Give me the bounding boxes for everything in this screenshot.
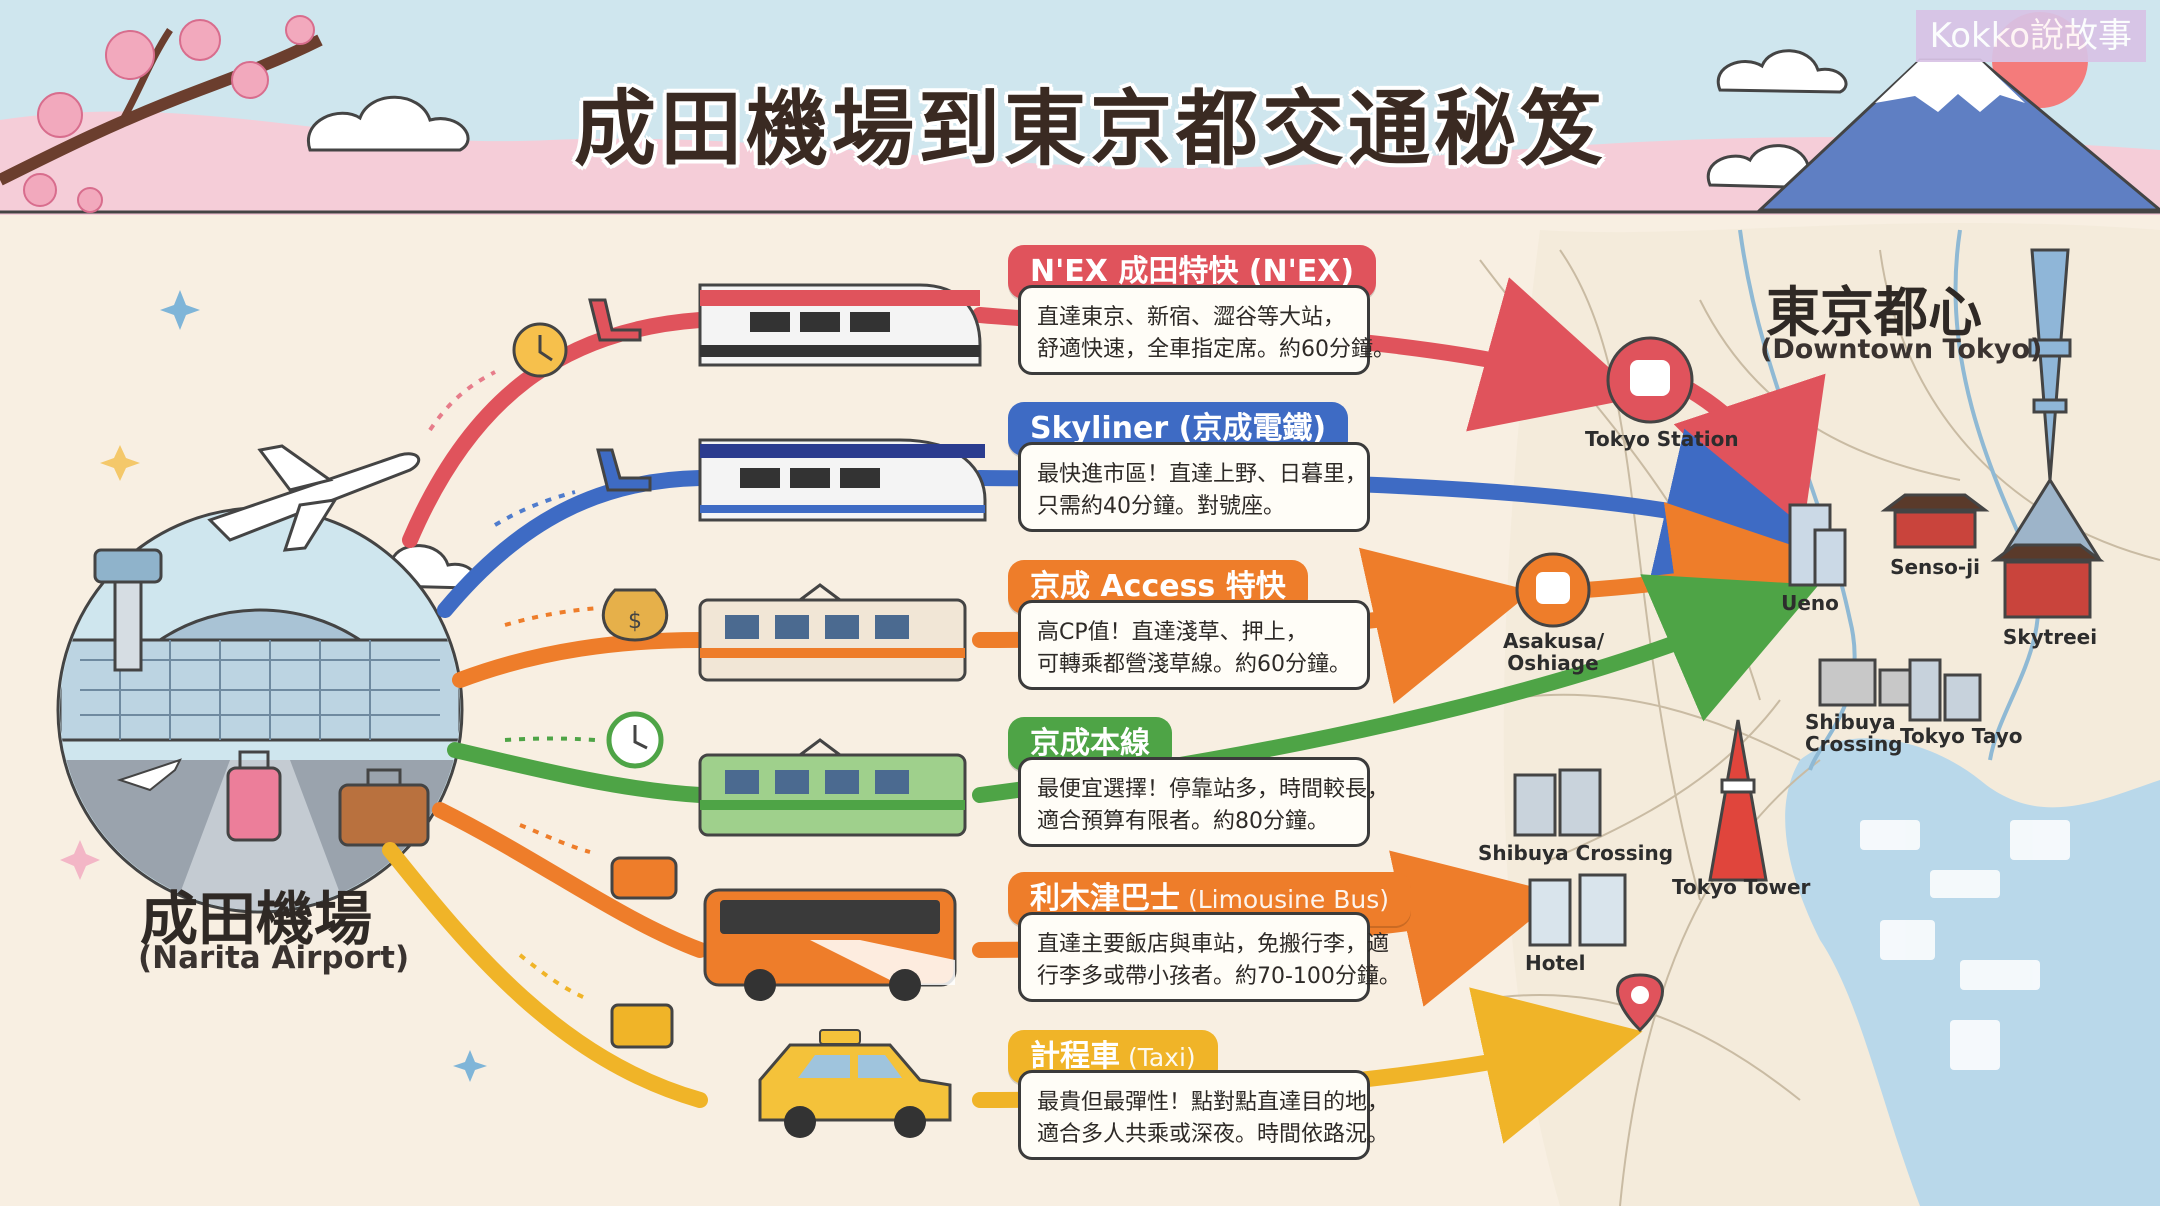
place-shibuya-crossing: Shibuya Crossing [1478,841,1674,865]
place-senso-ji: Senso-ji [1890,555,1980,579]
description-line: 最貴但最彈性！點對點直達目的地， [1037,1090,1390,1115]
alarm-clock-icon [512,322,568,378]
narita-airport-scene [56,444,464,914]
description-line: 行李多或帶小孩者。約70-100分鐘。 [1037,964,1401,989]
skytree-icon [1997,248,2103,562]
tokyo-tayo-icon [1908,658,1982,722]
tokyo-station-icon [1606,336,1694,424]
blue-seat-icon [596,448,652,492]
local-train-icon [698,738,967,837]
skyliner-train-icon [698,438,987,522]
channel-watermark: Kokko說故事 [1915,10,2146,62]
hotel-icon [1528,873,1627,947]
description-line: 直達主要飯店與車站，免搬行李，適 [1037,932,1390,957]
description-line: 可轉乘都營淺草線。約60分鐘。 [1037,652,1351,677]
destination-name-en: (Downtown Tokyo) [1760,334,2043,365]
place-skytree: Skytreei [2002,625,2098,649]
description-line: 適合預算有限者。約80分鐘。 [1037,809,1329,834]
clock-icon [606,711,664,769]
page-title: 成田機場到東京都交通秘笈 [573,82,1606,177]
nex-train-icon [698,283,982,367]
place-asakusa: Asakusa/ Oshiage [1503,629,1605,675]
control-tower-icon [93,548,163,672]
luggage-pink-icon [226,750,282,842]
place-tokyo-station: Tokyo Station [1585,427,1739,451]
skytree-temple-icon [1990,543,2105,619]
description-line: 只需約40分鐘。對號座。 [1037,494,1285,519]
destination-pin-icon [1616,973,1664,1033]
place-hotel: Hotel [1525,951,1586,975]
description-line: 舒適快速，全車指定席。約60分鐘。 [1037,337,1395,362]
route-description: 最貴但最彈性！點對點直達目的地， 適合多人共乘或深夜。時間依路況。 [1018,1070,1390,1160]
shibuya-crossing-icon [1818,658,1912,707]
description-line: 最便宜選擇！停靠站多，時間較長， [1037,777,1390,802]
bus-icon [703,888,957,1001]
description-line: 直達東京、新宿、澀谷等大站， [1037,305,1346,330]
route-description: 最便宜選擇！停靠站多，時間較長， 適合預算有限者。約80分鐘。 [1018,757,1390,847]
dotted-arrows [428,370,601,1002]
origin-name-en: (Narita Airport) [138,940,410,976]
money-bag-icon: $ [601,588,669,642]
access-train-icon [698,583,967,682]
small-airplane-icon [116,758,182,792]
route-description: 高CP值！直達淺草、押上， 可轉乘都營淺草線。約60分鐘。 [1018,600,1370,690]
description-line: 最快進市區！直達上野、日暮里， [1037,462,1368,487]
asakusa-station-icon [1515,552,1591,628]
svg-text:$: $ [628,609,642,634]
tokyo-tower-icon [1708,719,1768,882]
place-tokyo-tower: Tokyo Tower [1672,875,1811,899]
origin-name: 成田機場 [140,885,373,953]
pink-haze [0,111,2160,215]
route-description: 直達主要飯店與車站，免搬行李，適 行李多或帶小孩者。約70-100分鐘。 [1018,912,1401,1002]
taxi-icon [758,1029,952,1138]
senso-ji-icon [1880,493,1990,549]
seat-icon [588,298,642,342]
bags-icon [610,856,678,900]
luggage-icon [610,1003,674,1049]
route-description: 直達東京、新宿、澀谷等大站， 舒適快速，全車指定席。約60分鐘。 [1018,285,1395,375]
ueno-building-icon [1788,503,1847,587]
place-ueno: Ueno [1781,591,1839,615]
sparkle-icon [160,290,487,1082]
cherry-blossom-icon [0,15,323,213]
route-description: 最快進市區！直達上野、日暮里， 只需約40分鐘。對號座。 [1018,442,1370,532]
airplane-icon [207,444,421,552]
place-shibuya-crossing-map: Shibuya Crossing [1805,710,1903,756]
description-line: 適合多人共乘或深夜。時間依路況。 [1037,1122,1390,1147]
shibuya-crossing-building-icon [1513,768,1602,837]
description-line: 高CP值！直達淺草、押上， [1037,620,1308,645]
destination-name: 東京都心 [1766,281,1982,344]
place-tokyo-tayo: Tokyo Tayo [1900,724,2023,748]
